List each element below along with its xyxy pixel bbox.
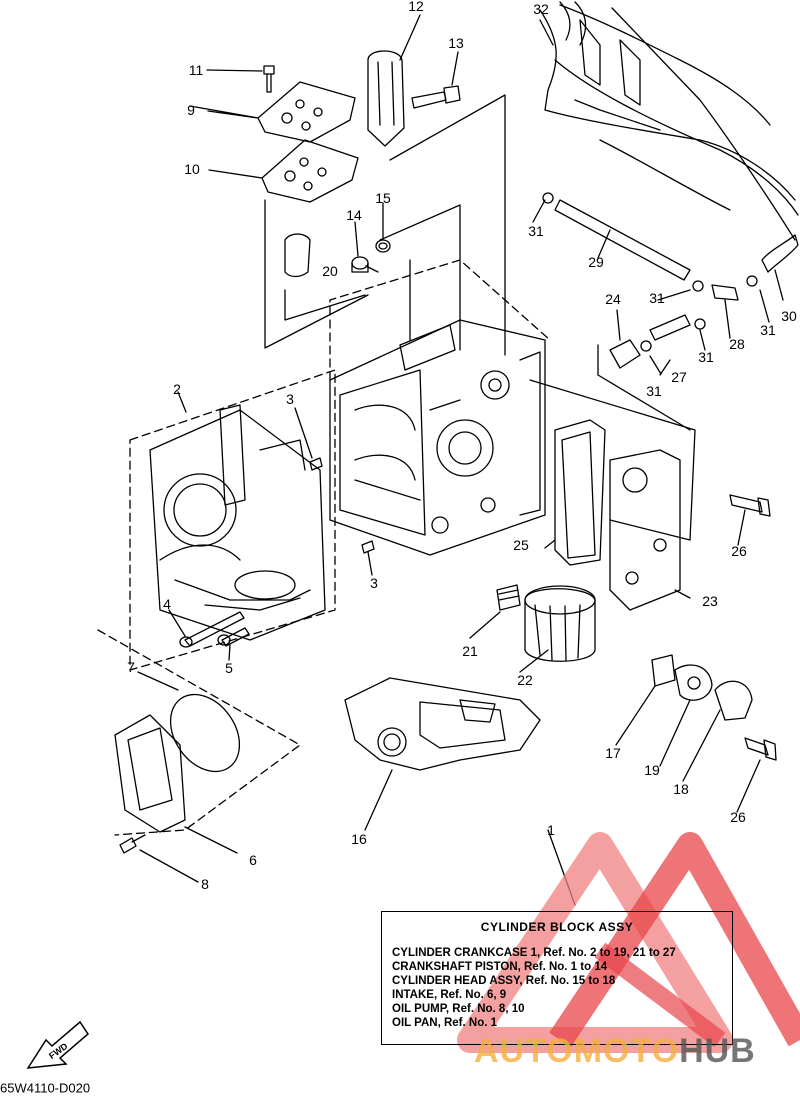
intake-6 [114,714,186,833]
crankcase-2 [149,404,326,641]
legend-line-oil-pan: OIL PAN, Ref. No. 1 [392,1017,498,1029]
callout-23: 23 [702,593,718,609]
callout-31d: 31 [646,383,662,399]
callout-15: 15 [375,190,391,206]
callout-31c: 31 [698,349,714,365]
exhaust-cover-23 [609,449,681,611]
assembly-legend: CYLINDER BLOCK ASSY CYLINDER CRANKCASE 1… [381,911,733,1045]
callout-5: 5 [225,660,233,676]
callout-12: 12 [408,0,424,14]
plate-9 [257,81,356,143]
callout-17: 17 [605,745,621,761]
callout-27: 27 [671,369,687,385]
callout-11: 11 [188,62,204,78]
callout-4: 4 [163,596,171,612]
diagram-code: 65W4110-D020 [0,1080,91,1096]
callout-2: 2 [173,381,181,397]
callout-26a: 26 [731,543,747,559]
crankcase-outline [129,369,336,671]
callout-7: 7 [127,659,135,675]
callout-31e: 31 [760,322,776,338]
legend-line-cylinder-head: CYLINDER HEAD ASSY, Ref. No. 15 to 18 [392,975,616,987]
callout-16: 16 [351,831,367,847]
callout-21: 21 [462,643,478,659]
callout-31b: 31 [649,290,665,306]
callout-9: 9 [187,102,195,118]
fwd-arrow-icon [26,1020,89,1069]
callout-19: 19 [644,762,660,778]
watermark-logo-icon [457,832,800,1053]
callout-24: 24 [605,291,621,307]
watermark-text-auto: AUTOMOTO [474,1032,680,1070]
callout-13: 13 [448,35,464,51]
engine-cowling [539,1,799,241]
callout-3b: 3 [370,575,378,591]
callout-25: 25 [513,537,529,553]
callout-29: 29 [588,254,604,270]
legend-line-intake: INTAKE, Ref. No. 6, 9 [392,989,507,1001]
callout-32: 32 [533,1,549,17]
gasket-25 [554,419,606,566]
oil-pan-gasket-16 [344,677,541,771]
callout-20: 20 [322,263,338,279]
callout-10: 10 [184,161,200,177]
callout-6: 6 [249,852,257,868]
callout-31a: 31 [528,223,544,239]
legend-line-crankshaft: CRANKSHAFT PISTON, Ref. No. 1 to 14 [392,961,608,973]
callout-8: 8 [201,876,209,892]
callout-26b: 26 [730,809,746,825]
callout-1: 1 [547,822,555,838]
callout-14: 14 [346,207,362,223]
watermark-text-hub: HUB [679,1032,756,1070]
watermark-text: AUTOMOTOHUB [474,1032,756,1071]
bracket-12 [367,50,405,147]
callout-28: 28 [729,336,745,352]
callout-30: 30 [781,308,797,324]
cylinder-block-1 [329,319,546,556]
legend-title: CYLINDER BLOCK ASSY [480,920,634,934]
callout-22: 22 [517,672,533,688]
legend-line-oil-pump: OIL PUMP, Ref. No. 8, 10 [392,1003,525,1015]
legend-line-crankcase: CYLINDER CRANKCASE 1, Ref. No. 2 to 19, … [392,947,676,959]
gasket-10 [261,139,359,203]
callout-18: 18 [673,781,689,797]
callout-3a: 3 [286,391,294,407]
